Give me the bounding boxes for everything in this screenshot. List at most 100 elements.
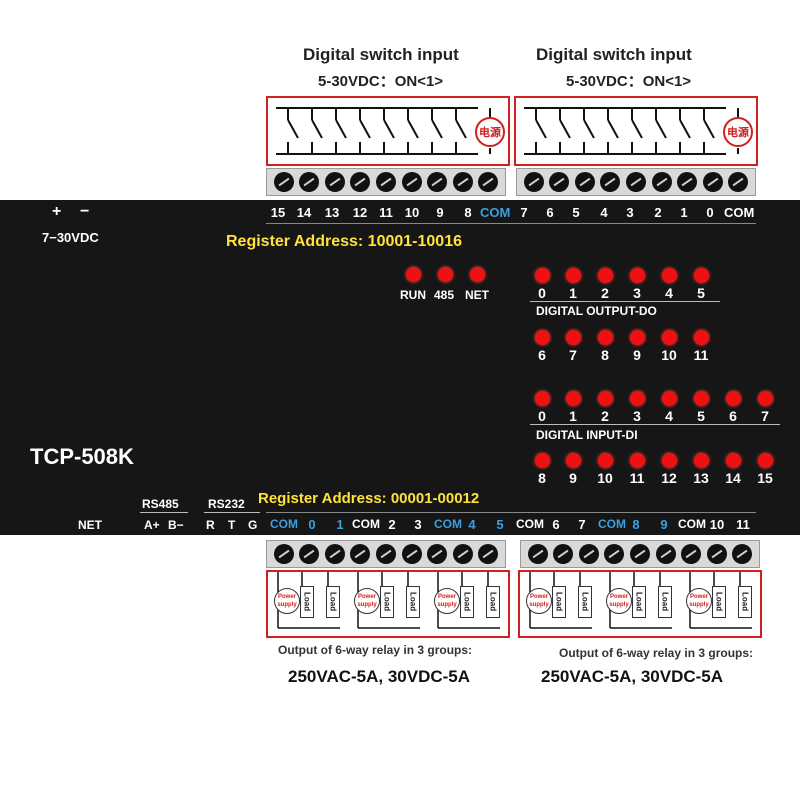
relay-caption-right: Output of 6-way relay in 3 groups: xyxy=(559,646,754,660)
output-terminal-com-label: COM xyxy=(516,517,544,531)
relay-load-icon: Load xyxy=(300,586,314,618)
input-terminal-com-label: COM xyxy=(480,205,511,220)
terminal-screw-icon xyxy=(478,172,499,192)
terminal-screw-icon xyxy=(427,544,448,564)
do-led xyxy=(630,330,645,345)
do-led xyxy=(598,268,613,283)
do-led-label: 4 xyxy=(665,285,673,301)
relay-wiring-right: Power supply Load Load Power supply Load… xyxy=(518,570,762,638)
input-terminal-label: 2 xyxy=(654,205,662,220)
do-led-label: 0 xyxy=(538,285,546,301)
di-led-label: 7 xyxy=(761,408,769,424)
input-terminal-label: 11 xyxy=(379,205,393,220)
terminal-strip-top-left xyxy=(266,168,506,196)
do-led xyxy=(662,330,677,345)
output-terminal-label: 10 xyxy=(709,517,725,532)
terminal-screw-icon xyxy=(523,172,544,192)
terminal-screw-icon xyxy=(681,544,702,564)
terminal-screw-icon xyxy=(452,172,473,192)
terminal-screw-icon xyxy=(427,172,448,192)
output-terminal-label: 7 xyxy=(578,517,586,532)
di-led-label: 14 xyxy=(725,470,741,486)
output-terminal-label: 11 xyxy=(736,517,750,532)
relay-power-supply-icon: Power supply xyxy=(434,588,460,614)
input-terminal-label: 14 xyxy=(296,205,312,220)
output-terminal-label: 1 xyxy=(336,517,344,532)
relay-power-supply-icon: Power supply xyxy=(354,588,380,614)
do-led-label: 2 xyxy=(601,285,609,301)
input-terminal-label: 4 xyxy=(600,205,608,220)
input-terminal-label: 7 xyxy=(520,205,528,220)
di-led-label: 2 xyxy=(601,408,609,424)
di-led-label: 9 xyxy=(569,470,577,486)
di-led-label: 5 xyxy=(697,408,705,424)
output-divider xyxy=(266,512,756,513)
di-led xyxy=(566,391,581,406)
di-led xyxy=(598,453,613,468)
input-terminal-label: 9 xyxy=(436,205,444,220)
di-led-label: 12 xyxy=(661,470,677,486)
output-terminal-label: 2 xyxy=(388,517,396,532)
output-terminal-label: 4 xyxy=(468,517,476,532)
register-address-top-label: Register Address: 10001-10016 xyxy=(226,233,462,250)
rs232-t-label: T xyxy=(228,518,236,532)
relay-rating-right: 250VAC-5A, 30VDC-5A xyxy=(541,667,724,686)
terminal-screw-icon xyxy=(574,172,595,192)
di-led-label: 10 xyxy=(597,470,613,486)
a-plus-label: A+ xyxy=(144,518,160,532)
do-led-label: 7 xyxy=(569,347,577,363)
relay-load-icon: Load xyxy=(406,586,420,618)
di-led xyxy=(662,391,677,406)
output-terminal-com-label: COM xyxy=(598,517,626,531)
power-source-icon: 电源 xyxy=(475,117,505,147)
terminal-screw-icon xyxy=(728,172,749,192)
di-led-label: 4 xyxy=(665,408,673,424)
output-terminal-label: 0 xyxy=(308,517,316,532)
relay-load-icon: Load xyxy=(552,586,566,618)
input-terminal-label: 15 xyxy=(270,205,286,220)
terminal-screw-icon xyxy=(375,544,396,564)
power-minus-label: − xyxy=(80,203,90,220)
terminal-strip-top-right xyxy=(516,168,756,196)
input-terminal-label: 5 xyxy=(572,205,580,220)
input-terminal-label: 12 xyxy=(352,205,368,220)
output-terminal-label: 8 xyxy=(632,517,640,532)
terminal-screw-icon xyxy=(350,172,371,192)
switch-lines-left xyxy=(276,107,491,155)
digital-output-label: DIGITAL OUTPUT-DO xyxy=(536,304,657,318)
relay-load-icon: Load xyxy=(578,586,592,618)
do-led xyxy=(694,268,709,283)
di-led-label: 11 xyxy=(629,470,645,486)
do-led-label: 3 xyxy=(633,285,641,301)
input-terminal-com-label: COM xyxy=(724,205,755,220)
switch-diagram-right: 电源 xyxy=(514,96,758,166)
terminal-screw-icon xyxy=(350,544,371,564)
di-led xyxy=(758,391,773,406)
do-led xyxy=(566,268,581,283)
switch-input-spec-right: 5-30VDC：ON<1> xyxy=(566,73,692,90)
net-port-label: NET xyxy=(78,518,102,532)
output-terminal-com-label: COM xyxy=(352,517,380,531)
di-led xyxy=(726,453,741,468)
net-led-label: NET xyxy=(465,288,489,302)
do-divider xyxy=(530,301,720,302)
switch-input-title-left: Digital switch input xyxy=(303,45,459,64)
di-led xyxy=(662,453,677,468)
relay-power-supply-icon: Power supply xyxy=(606,588,632,614)
di-led xyxy=(758,453,773,468)
terminal-screw-icon xyxy=(527,544,548,564)
terminal-screw-icon xyxy=(478,544,499,564)
relay-power-supply-icon: Power supply xyxy=(526,588,552,614)
do-led-label: 5 xyxy=(697,285,705,301)
terminal-screw-icon xyxy=(732,544,753,564)
do-led-label: 9 xyxy=(633,347,641,363)
output-terminal-com-label: COM xyxy=(270,517,298,531)
do-led-label: 10 xyxy=(661,347,677,363)
do-led xyxy=(535,268,550,283)
terminal-screw-icon xyxy=(375,172,396,192)
do-led-label: 11 xyxy=(693,347,709,363)
input-terminal-label: 0 xyxy=(706,205,714,220)
di-led-label: 6 xyxy=(729,408,737,424)
relay-load-icon: Load xyxy=(486,586,500,618)
485-led xyxy=(438,267,453,282)
